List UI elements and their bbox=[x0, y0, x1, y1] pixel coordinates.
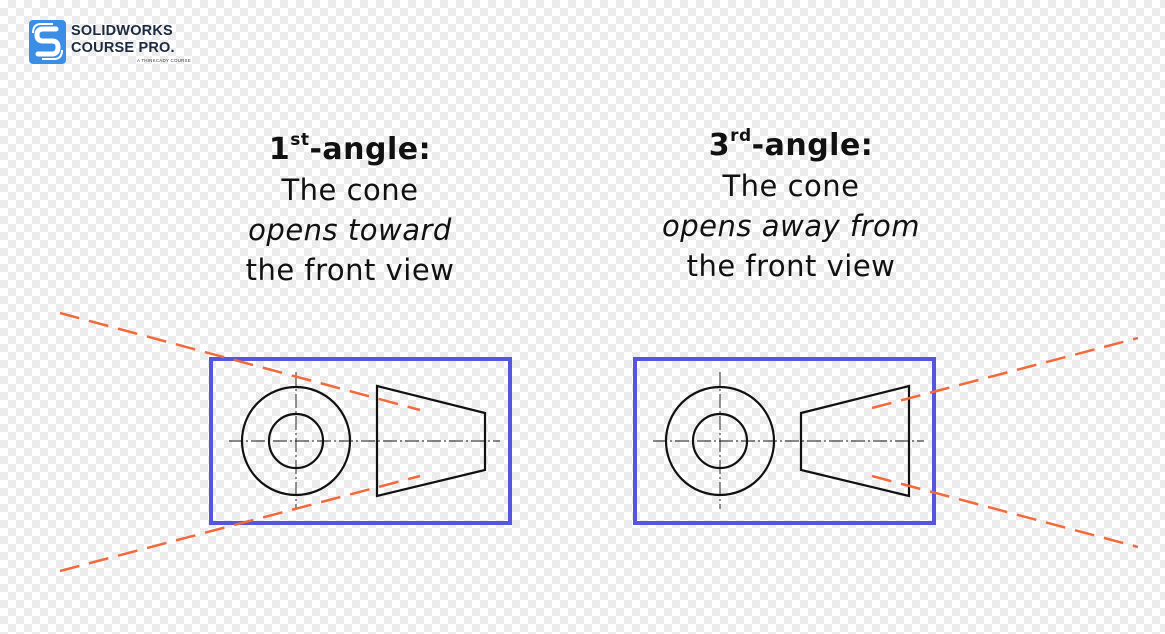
third-angle-line-2: opens away from bbox=[662, 209, 920, 243]
first-angle-line-2: opens toward bbox=[248, 213, 452, 247]
first-angle-drawing bbox=[59, 311, 512, 573]
third-angle-cone-side-view bbox=[799, 384, 911, 498]
third-angle-drawing bbox=[633, 336, 1139, 549]
first-angle-cone-side-view bbox=[375, 384, 487, 498]
third-angle-inner-circle bbox=[691, 412, 749, 470]
third-angle-cone-upper-line bbox=[871, 336, 1139, 410]
first-angle-cone-upper-line bbox=[59, 311, 421, 412]
third-angle-line-1: The cone bbox=[722, 169, 860, 203]
logo-line-1: SOLIDWORKS bbox=[71, 23, 173, 39]
first-angle-view-frame bbox=[209, 357, 512, 525]
logo-tagline: A THINKCADY COURSE bbox=[137, 58, 191, 63]
first-angle-heading-number: 1 bbox=[268, 132, 291, 167]
third-angle-cone-lower-line bbox=[871, 474, 1139, 549]
first-angle-line-1: The cone bbox=[281, 173, 419, 207]
first-angle-heading-text: -angle: bbox=[309, 132, 432, 167]
third-angle-line-3: the front view bbox=[686, 249, 896, 283]
first-angle-heading: 1st-angle: bbox=[210, 130, 490, 170]
third-angle-heading-number: 3 bbox=[708, 128, 731, 163]
logo-line-2: COURSE PRO. bbox=[71, 40, 175, 56]
first-angle-caption: 1st-angle: The cone opens toward the fro… bbox=[210, 130, 490, 290]
first-angle-cone-lower-line bbox=[59, 474, 421, 573]
first-angle-outer-circle bbox=[240, 385, 352, 497]
third-angle-view-frame bbox=[633, 357, 936, 525]
first-angle-line-3: the front view bbox=[245, 253, 455, 287]
logo-wordmark: SOLIDWORKS COURSE PRO. bbox=[71, 23, 175, 57]
first-angle-inner-circle bbox=[267, 412, 325, 470]
third-angle-heading-text: -angle: bbox=[751, 128, 874, 163]
first-angle-heading-ordinal: st bbox=[290, 130, 310, 150]
solidworks-course-pro-logo: SOLIDWORKS COURSE PRO. A THINKCADY COURS… bbox=[29, 20, 191, 66]
third-angle-heading: 3rd-angle: bbox=[631, 126, 951, 166]
third-angle-heading-ordinal: rd bbox=[730, 126, 752, 146]
third-angle-caption: 3rd-angle: The cone opens away from the … bbox=[631, 126, 951, 286]
third-angle-outer-circle bbox=[664, 385, 776, 497]
logo-s-icon bbox=[29, 20, 66, 64]
